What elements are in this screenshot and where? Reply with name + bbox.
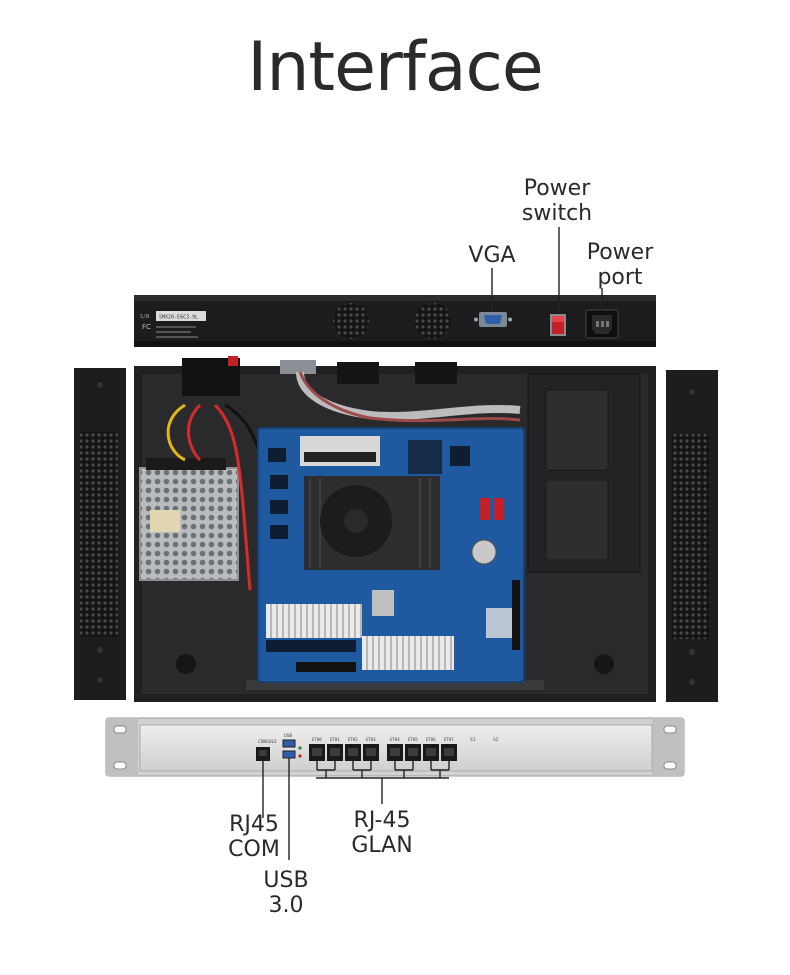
eth-label-4: ETH4 bbox=[390, 737, 400, 742]
power-switch bbox=[550, 314, 566, 336]
right-side-panel bbox=[666, 370, 718, 702]
usb-label-line1: USB bbox=[263, 868, 309, 893]
rj45-com-label-line2: COM bbox=[228, 837, 280, 862]
power-port bbox=[585, 309, 619, 339]
usb-label: USB 3.0 bbox=[256, 868, 316, 918]
page-title: Interface bbox=[247, 28, 543, 107]
eth-label-2: ETH2 bbox=[348, 737, 358, 742]
usb-port-top bbox=[282, 739, 296, 748]
vga-label: VGA bbox=[468, 243, 516, 268]
vga-port bbox=[474, 312, 512, 327]
usb-text: USB bbox=[284, 733, 292, 739]
power-port-label-line2: port bbox=[597, 265, 643, 290]
sn-value: SMX20-E6C3-9L bbox=[159, 315, 198, 321]
power-switch-label: Power switch bbox=[512, 176, 602, 226]
power-switch-label-line2: switch bbox=[521, 201, 593, 226]
rj45-com-label-line1: RJ45 bbox=[229, 812, 279, 837]
fan-vent-icon bbox=[333, 303, 369, 339]
eth-label-3: ETH3 bbox=[366, 737, 376, 742]
rj45-glan-label: RJ-45 GLAN bbox=[340, 808, 424, 858]
eth-label-1: ETH1 bbox=[330, 737, 340, 742]
motherboard bbox=[257, 427, 525, 683]
back-panel: S/N SMX20-E6C3-9L FC bbox=[134, 295, 656, 347]
eth-label-0: ETH0 bbox=[312, 737, 322, 742]
power-port-label: Power port bbox=[578, 240, 662, 290]
console-text: CONSOLE bbox=[258, 739, 277, 745]
usb-port-bottom bbox=[282, 750, 296, 759]
svg-text:FC: FC bbox=[142, 323, 151, 331]
rj45-glan-label-line2: GLAN bbox=[351, 833, 413, 858]
left-side-panel bbox=[74, 368, 126, 700]
sn-prefix: S/N bbox=[140, 314, 149, 320]
power-switch-label-line1: Power bbox=[523, 176, 591, 201]
front-panel: CONSOLE USB ETH0 ETH1 ETH2 ETH3 ETH4 ETH… bbox=[105, 717, 685, 777]
eth-label-6: ETH6 bbox=[426, 737, 436, 742]
power-port-label-line1: Power bbox=[586, 240, 654, 265]
eth-label-7: ETH7 bbox=[444, 737, 454, 742]
s2-text: S2 bbox=[493, 737, 499, 743]
fan-vent-icon bbox=[415, 303, 451, 339]
s1-text: S1 bbox=[470, 737, 476, 743]
rj45-com-label: RJ45 COM bbox=[222, 812, 286, 862]
usb-label-line2: 3.0 bbox=[268, 893, 304, 918]
rj45-glan-label-line1: RJ-45 bbox=[353, 808, 411, 833]
eth-label-5: ETH5 bbox=[408, 737, 418, 742]
